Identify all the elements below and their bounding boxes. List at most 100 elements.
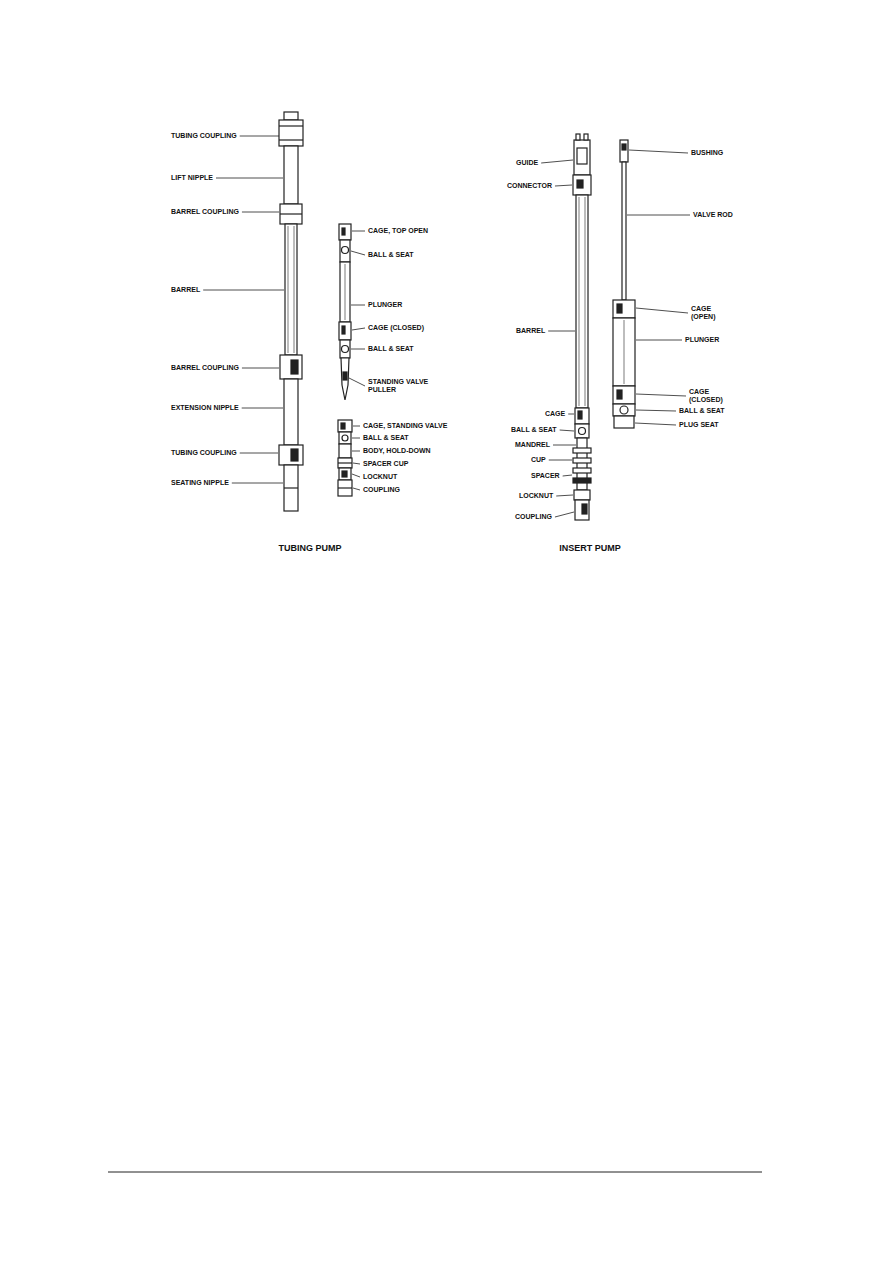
leader-line	[563, 475, 572, 476]
standing-valve-assembly-part	[342, 471, 347, 477]
tubing-pump-string-part	[284, 112, 298, 120]
leader-line	[351, 251, 365, 255]
valve-rod-plunger-assembly	[613, 140, 635, 428]
tubing-pump-string-part	[280, 213, 302, 214]
insert-pump-barrel-part	[579, 197, 580, 406]
valve-rod-plunger-assembly-part	[620, 140, 628, 162]
leader-line	[636, 308, 688, 313]
standing-valve-assembly-part	[339, 432, 351, 444]
tubing-plunger-assembly-part	[342, 228, 345, 235]
leader-line	[568, 414, 574, 415]
valve-rod-plunger-assembly-part	[620, 406, 628, 414]
leader-line	[629, 150, 688, 153]
part-label: COUPLING	[514, 513, 553, 521]
insert-pump-barrel-part	[577, 148, 587, 164]
tubing-pump-string-part	[288, 226, 289, 353]
insert-pump-barrel-part	[573, 175, 591, 195]
insert-pump-barrel-part	[574, 140, 590, 175]
leader-line	[548, 331, 575, 332]
tubing-plunger-assembly-part	[341, 358, 349, 400]
leader-line	[352, 438, 360, 439]
leader-line	[556, 495, 573, 496]
leader-line	[240, 453, 278, 454]
leader-line	[555, 512, 574, 517]
tubing-pump-string	[279, 112, 303, 511]
part-label: LOCKNUT	[362, 473, 398, 481]
leader-line	[553, 445, 576, 446]
part-label: CAGE (OPEN)	[690, 305, 728, 322]
valve-rod-plunger-assembly-part	[622, 162, 626, 300]
leader-line	[242, 212, 279, 213]
part-label: VALVE ROD	[692, 211, 734, 219]
figure-caption: INSERT PUMP	[558, 543, 622, 554]
insert-pump-barrel-part	[577, 180, 583, 188]
part-label: BARREL COUPLING	[170, 364, 240, 372]
part-label: LIFT NIPPLE	[170, 174, 214, 182]
part-label: CAGE (CLOSED)	[688, 388, 738, 405]
valve-rod-plunger-assembly-part	[622, 144, 626, 150]
part-label: PLUNGER	[367, 301, 403, 309]
valve-rod-plunger-assembly-part	[617, 304, 622, 313]
tubing-pump-string-part	[284, 487, 298, 488]
standing-valve-assembly-part	[338, 480, 352, 496]
leader-line	[636, 410, 676, 411]
part-label: STANDING VALVE PULLER	[367, 378, 441, 395]
insert-pump-barrel-part	[576, 134, 580, 140]
standing-valve-assembly-part	[338, 462, 352, 463]
leader-line	[351, 305, 365, 306]
part-label: BARREL COUPLING	[170, 208, 240, 216]
leader-line	[636, 394, 686, 396]
leader-line	[353, 426, 360, 427]
tubing-plunger-assembly-part	[342, 346, 349, 353]
part-label: TUBING COUPLING	[170, 449, 238, 457]
tubing-pump-string-part	[280, 204, 302, 224]
part-label: CAGE	[544, 410, 566, 418]
insert-pump-barrel-part	[573, 448, 591, 453]
tubing-plunger-assembly-part	[342, 326, 345, 334]
leader-line	[242, 368, 279, 369]
tubing-plunger-assembly-part	[345, 264, 346, 320]
leader-line	[560, 430, 574, 431]
insert-pump-barrel-part	[575, 424, 589, 438]
tubing-pump-string-part	[284, 465, 298, 511]
part-label: BUSHING	[690, 149, 724, 157]
valve-rod-plunger-assembly-part	[613, 386, 635, 404]
insert-pump-barrel-part	[579, 428, 586, 435]
insert-pump-barrel-part	[573, 468, 591, 473]
tubing-plunger-assembly-part	[342, 247, 349, 254]
insert-pump-barrel-part	[584, 134, 588, 140]
valve-rod-plunger-assembly-part	[614, 416, 634, 428]
footer-rule	[108, 1172, 762, 1173]
valve-rod-plunger-assembly-part	[613, 318, 635, 386]
leader-line	[242, 408, 283, 409]
part-label: CAGE (CLOSED)	[367, 324, 425, 332]
leader-line	[555, 185, 572, 186]
insert-pump-barrel	[573, 134, 591, 520]
tubing-pump-string-part	[279, 445, 303, 465]
leader-line	[240, 136, 279, 137]
part-label: BARREL	[515, 327, 546, 335]
part-label: SPACER	[530, 472, 561, 480]
leader-line	[352, 328, 365, 330]
tubing-pump-string-part	[279, 139, 303, 140]
part-label: SPACER CUP	[362, 460, 409, 468]
tubing-plunger-assembly-part	[340, 240, 350, 262]
insert-pump-barrel-part	[575, 408, 589, 424]
insert-pump-barrel-part	[578, 411, 582, 419]
part-label: TUBING COUPLING	[170, 132, 238, 140]
tubing-plunger-assembly-part	[340, 340, 350, 358]
part-label: SEATING NIPPLE	[170, 479, 230, 487]
tubing-pump-string-part	[279, 120, 303, 146]
insert-pump-barrel-part	[575, 500, 589, 520]
insert-pump-barrel-part	[573, 478, 591, 483]
tubing-pump-string-part	[285, 224, 297, 355]
valve-rod-plunger-assembly-part	[613, 300, 635, 318]
insert-pump-barrel-part	[582, 504, 587, 514]
leader-line	[349, 378, 365, 386]
leader-line	[353, 488, 360, 490]
valve-rod-plunger-assembly-part	[613, 404, 635, 416]
tubing-pump-string-part	[291, 449, 298, 461]
tubing-pump-string-part	[291, 360, 298, 374]
